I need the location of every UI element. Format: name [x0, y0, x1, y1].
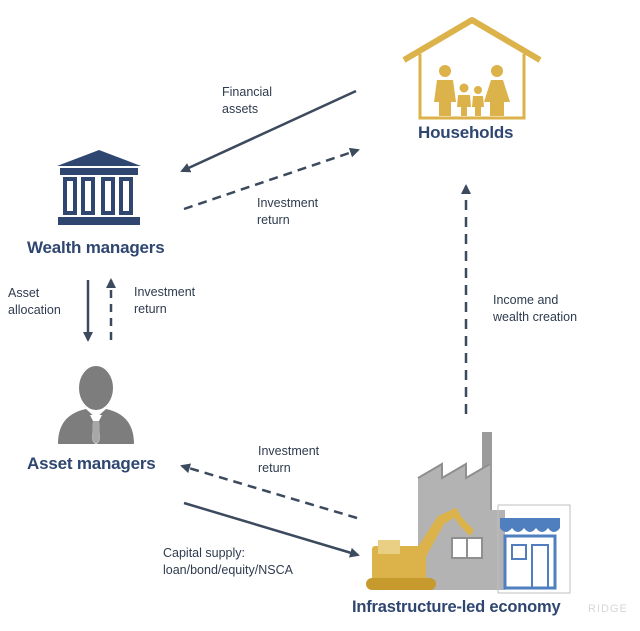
asset-managers-label: Asset managers — [27, 454, 156, 473]
wealth-managers-label: Wealth managers — [27, 238, 165, 257]
bank-icon — [57, 150, 141, 225]
economy-label: Infrastructure-led economy — [352, 598, 561, 616]
watermark-text: RIDGE — [588, 603, 628, 615]
households-icon — [402, 17, 542, 120]
asset-allocation-label: Asset allocation — [8, 286, 61, 317]
income-wealth-label: Income and wealth creation — [493, 293, 578, 324]
arrow-investment-return-bottom — [180, 463, 358, 520]
investment-return-bottom-label: Investment return — [258, 444, 320, 475]
arrow-capital-supply — [183, 501, 360, 558]
investment-return-left-label: Investment return — [134, 285, 196, 316]
investment-return-top-label: Investment return — [257, 196, 319, 227]
arrow-financial-assets — [180, 89, 357, 173]
arrow-investment-return-top — [183, 147, 360, 211]
person-icon — [58, 366, 134, 445]
financial-assets-label: Financial assets — [222, 85, 273, 116]
capital-supply-label: Capital supply: loan/bond/equity/NSCA — [163, 546, 293, 577]
households-label: Households — [418, 123, 514, 142]
economy-icon — [366, 432, 571, 594]
